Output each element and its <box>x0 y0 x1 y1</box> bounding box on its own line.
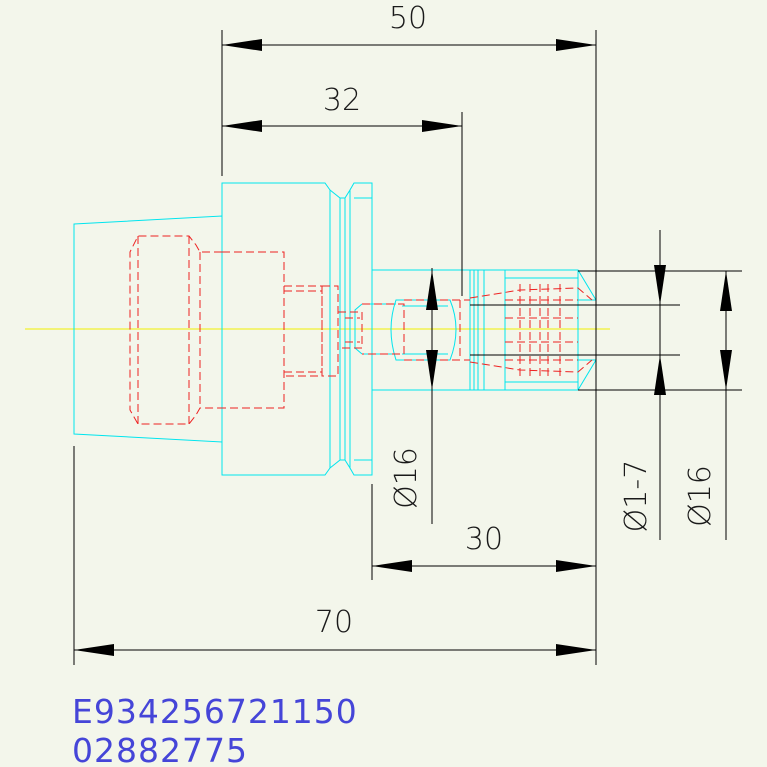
dim-label-overall-top: 50 <box>389 1 427 36</box>
dim-label-outer-dia: Ø16 <box>683 465 718 527</box>
holder-outline <box>73 182 597 476</box>
dimension-lines <box>73 30 742 665</box>
dim-label-overall-bottom: 70 <box>315 605 353 640</box>
order-number: 02882775 <box>72 731 248 767</box>
dim-label-nose-length: 30 <box>465 522 503 557</box>
part-number: E934256721150 <box>72 692 358 731</box>
clamping-nut <box>470 269 597 391</box>
front-flange <box>349 182 373 476</box>
dim-label-bore-range: Ø1-7 <box>619 460 654 533</box>
flange-body <box>221 182 331 476</box>
dim-label-mid-top: 32 <box>323 83 361 118</box>
dim-label-nut-dia: Ø16 <box>389 447 424 509</box>
nose <box>372 269 471 391</box>
hidden-lines <box>129 235 593 425</box>
